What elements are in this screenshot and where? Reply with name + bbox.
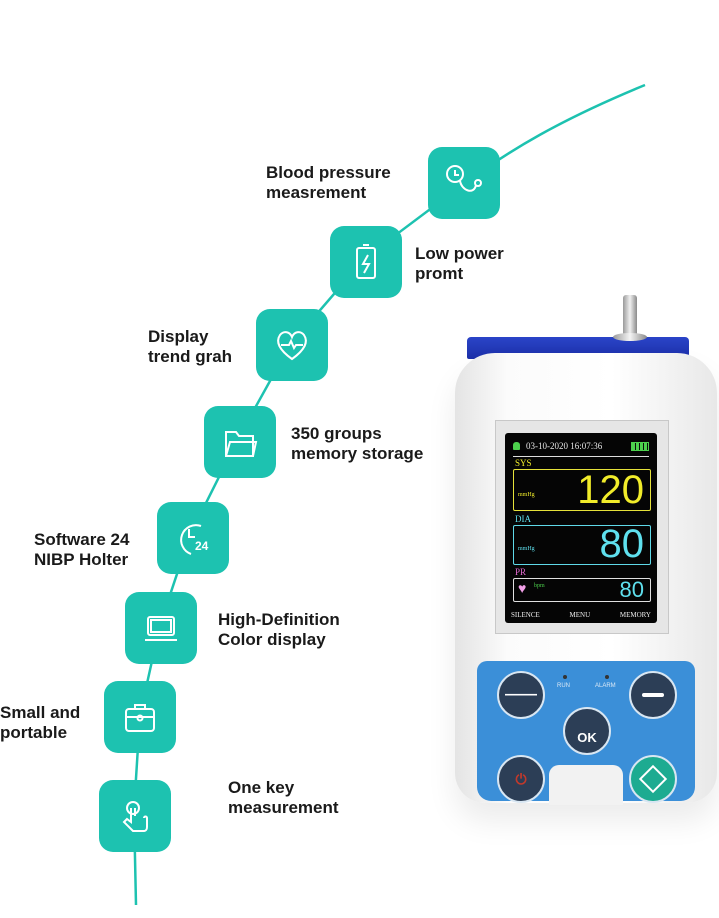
feature-tile-bp bbox=[428, 147, 500, 219]
datetime: 03-10-2020 16:07:36 bbox=[526, 441, 603, 451]
feature-tile-holter: 24 bbox=[157, 502, 229, 574]
start-icon bbox=[638, 764, 668, 794]
air-nozzle bbox=[623, 295, 637, 337]
folder-icon bbox=[225, 431, 258, 457]
run-led bbox=[563, 675, 567, 679]
power-icon: ⏻ bbox=[515, 770, 527, 787]
pr-reading: PR ♥ bpm 80 bbox=[513, 567, 651, 602]
feature-tile-portable bbox=[104, 681, 176, 753]
feature-tile-power bbox=[330, 226, 402, 298]
run-label: RUN bbox=[557, 683, 570, 689]
heart-pulse-icon bbox=[277, 331, 307, 361]
dia-value: 80 bbox=[599, 522, 645, 566]
clock-24-icon: 24 bbox=[180, 524, 209, 555]
softkey-menu[interactable]: MENU bbox=[569, 611, 591, 619]
sys-label: SYS bbox=[515, 458, 532, 468]
briefcase-icon bbox=[125, 704, 155, 732]
pr-unit: bpm bbox=[534, 583, 545, 589]
svg-text:24: 24 bbox=[195, 539, 209, 553]
stethoscope-clock-icon bbox=[446, 165, 482, 192]
feature-tile-memory bbox=[204, 406, 276, 478]
monitor-icon bbox=[145, 616, 177, 641]
dia-unit: mmHg bbox=[518, 546, 535, 552]
power-button[interactable]: ⏻ bbox=[497, 755, 545, 803]
right-softkey-button[interactable] bbox=[629, 671, 677, 719]
softkey-silence[interactable]: SILENCE bbox=[511, 611, 540, 619]
feature-tile-display bbox=[125, 592, 197, 664]
pr-value: 80 bbox=[619, 577, 644, 602]
left-softkey-button[interactable]: —— bbox=[497, 671, 545, 719]
menu-ok-button[interactable]: OK bbox=[563, 707, 611, 755]
screen-header: 03-10-2020 16:07:36 bbox=[513, 439, 649, 457]
keypad-panel: RUN ALARM —— OK ⏻ bbox=[477, 661, 695, 805]
dia-label: DIA bbox=[515, 514, 531, 524]
sys-value: 120 bbox=[577, 468, 644, 512]
feature-tile-onekey bbox=[99, 780, 171, 852]
lcd-screen: 03-10-2020 16:07:36 SYS mmHg 120 DIA mmH… bbox=[505, 433, 657, 623]
pr-label: PR bbox=[515, 567, 527, 577]
dia-reading: DIA mmHg 80 bbox=[513, 514, 651, 566]
device-body: 03-10-2020 16:07:36 SYS mmHg 120 DIA mmH… bbox=[455, 353, 717, 805]
feature-tile-trend bbox=[256, 309, 328, 381]
heart-icon: ♥ bbox=[518, 582, 527, 597]
air-nozzle-base bbox=[613, 333, 647, 341]
bell-icon bbox=[513, 442, 520, 450]
battery-icon bbox=[356, 244, 376, 279]
panel-notch bbox=[549, 765, 623, 805]
sys-reading: SYS mmHg 120 bbox=[513, 458, 651, 512]
bp-monitor-device: 03-10-2020 16:07:36 SYS mmHg 120 DIA mmH… bbox=[455, 295, 717, 810]
alarm-label: ALARM bbox=[595, 683, 616, 689]
softkey-bar: SILENCE MENU MEMORY bbox=[511, 611, 651, 619]
tap-hand-icon bbox=[122, 801, 148, 832]
alarm-led bbox=[605, 675, 609, 679]
sys-unit: mmHg bbox=[518, 492, 535, 498]
softkey-memory[interactable]: MEMORY bbox=[619, 611, 651, 619]
battery-level-icon bbox=[631, 441, 649, 451]
start-measure-button[interactable] bbox=[629, 755, 677, 803]
